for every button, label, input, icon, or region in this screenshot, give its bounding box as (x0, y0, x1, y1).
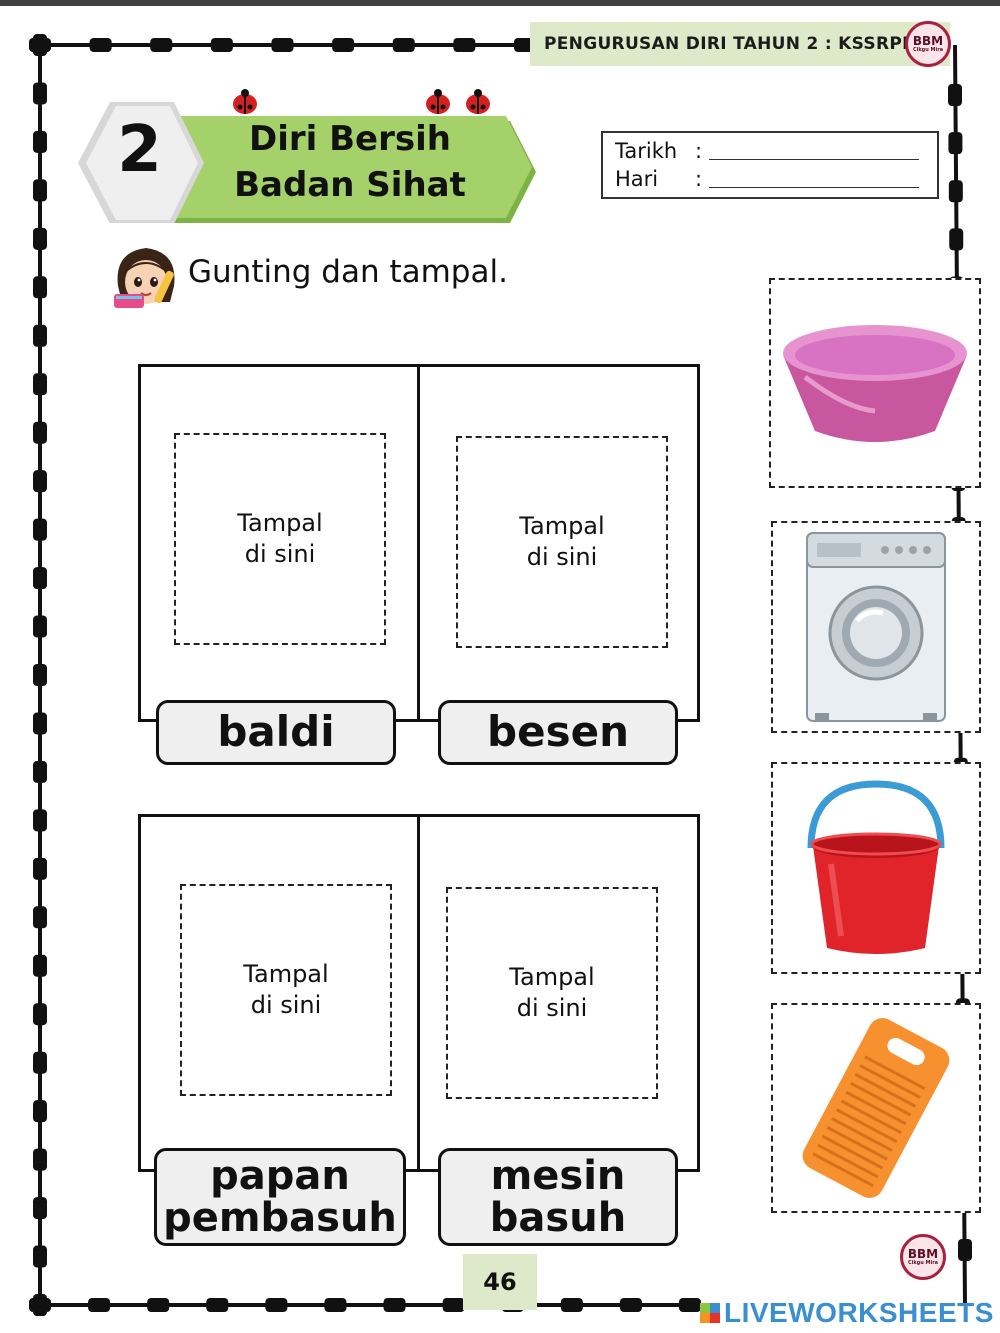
bucket-icon (807, 780, 945, 954)
subject-header: PENGURUSAN DIRI TAHUN 2 : KSSRPK (530, 22, 950, 66)
chapter-number: 2 (117, 113, 162, 187)
panel-divider (417, 814, 420, 1172)
bbm-logo-bottom: BBM Cikgu Mira (900, 1234, 946, 1280)
chapter-title-banner (78, 89, 536, 223)
word-label-2: besen (438, 700, 678, 765)
day-row: Hari : (615, 167, 919, 191)
subject-header-text: PENGURUSAN DIRI TAHUN 2 : KSSRPK (544, 34, 916, 54)
student-avatar-icon (114, 248, 175, 308)
word-label-1: baldi (156, 700, 396, 765)
date-box: Tarikh : Hari : (601, 131, 939, 199)
date-field[interactable] (709, 159, 919, 160)
cutout-card-basin[interactable] (769, 278, 981, 488)
basin-icon (783, 325, 967, 442)
date-row: Tarikh : (615, 139, 919, 163)
chapter-title-line2: Badan Sihat (234, 165, 466, 205)
page-number: 46 (463, 1254, 537, 1310)
cutout-card-bucket[interactable] (771, 762, 981, 974)
date-label: Tarikh (615, 139, 678, 163)
bbm-logo-top: BBM Cikgu Mira (905, 21, 951, 67)
cutout-card-washboard[interactable] (771, 1003, 981, 1213)
top-edge-bar (0, 0, 1000, 6)
washboard-icon (802, 1018, 950, 1198)
day-label: Hari (615, 167, 659, 191)
washing-machine-icon (806, 532, 946, 722)
ladybug-icon (466, 89, 490, 114)
chapter-title-line1: Diri Bersih (249, 119, 451, 159)
cutout-card-washing-machine[interactable] (771, 521, 981, 733)
ladybug-icon (233, 89, 257, 114)
ladybug-icon (426, 89, 450, 114)
liveworksheets-logo-icon (700, 1303, 720, 1323)
liveworksheets-watermark[interactable]: LIVEWORKSHEETS (700, 1297, 994, 1329)
instruction-text: Gunting dan tampal. (188, 254, 508, 290)
day-field[interactable] (709, 187, 919, 188)
panel-divider (417, 364, 420, 722)
